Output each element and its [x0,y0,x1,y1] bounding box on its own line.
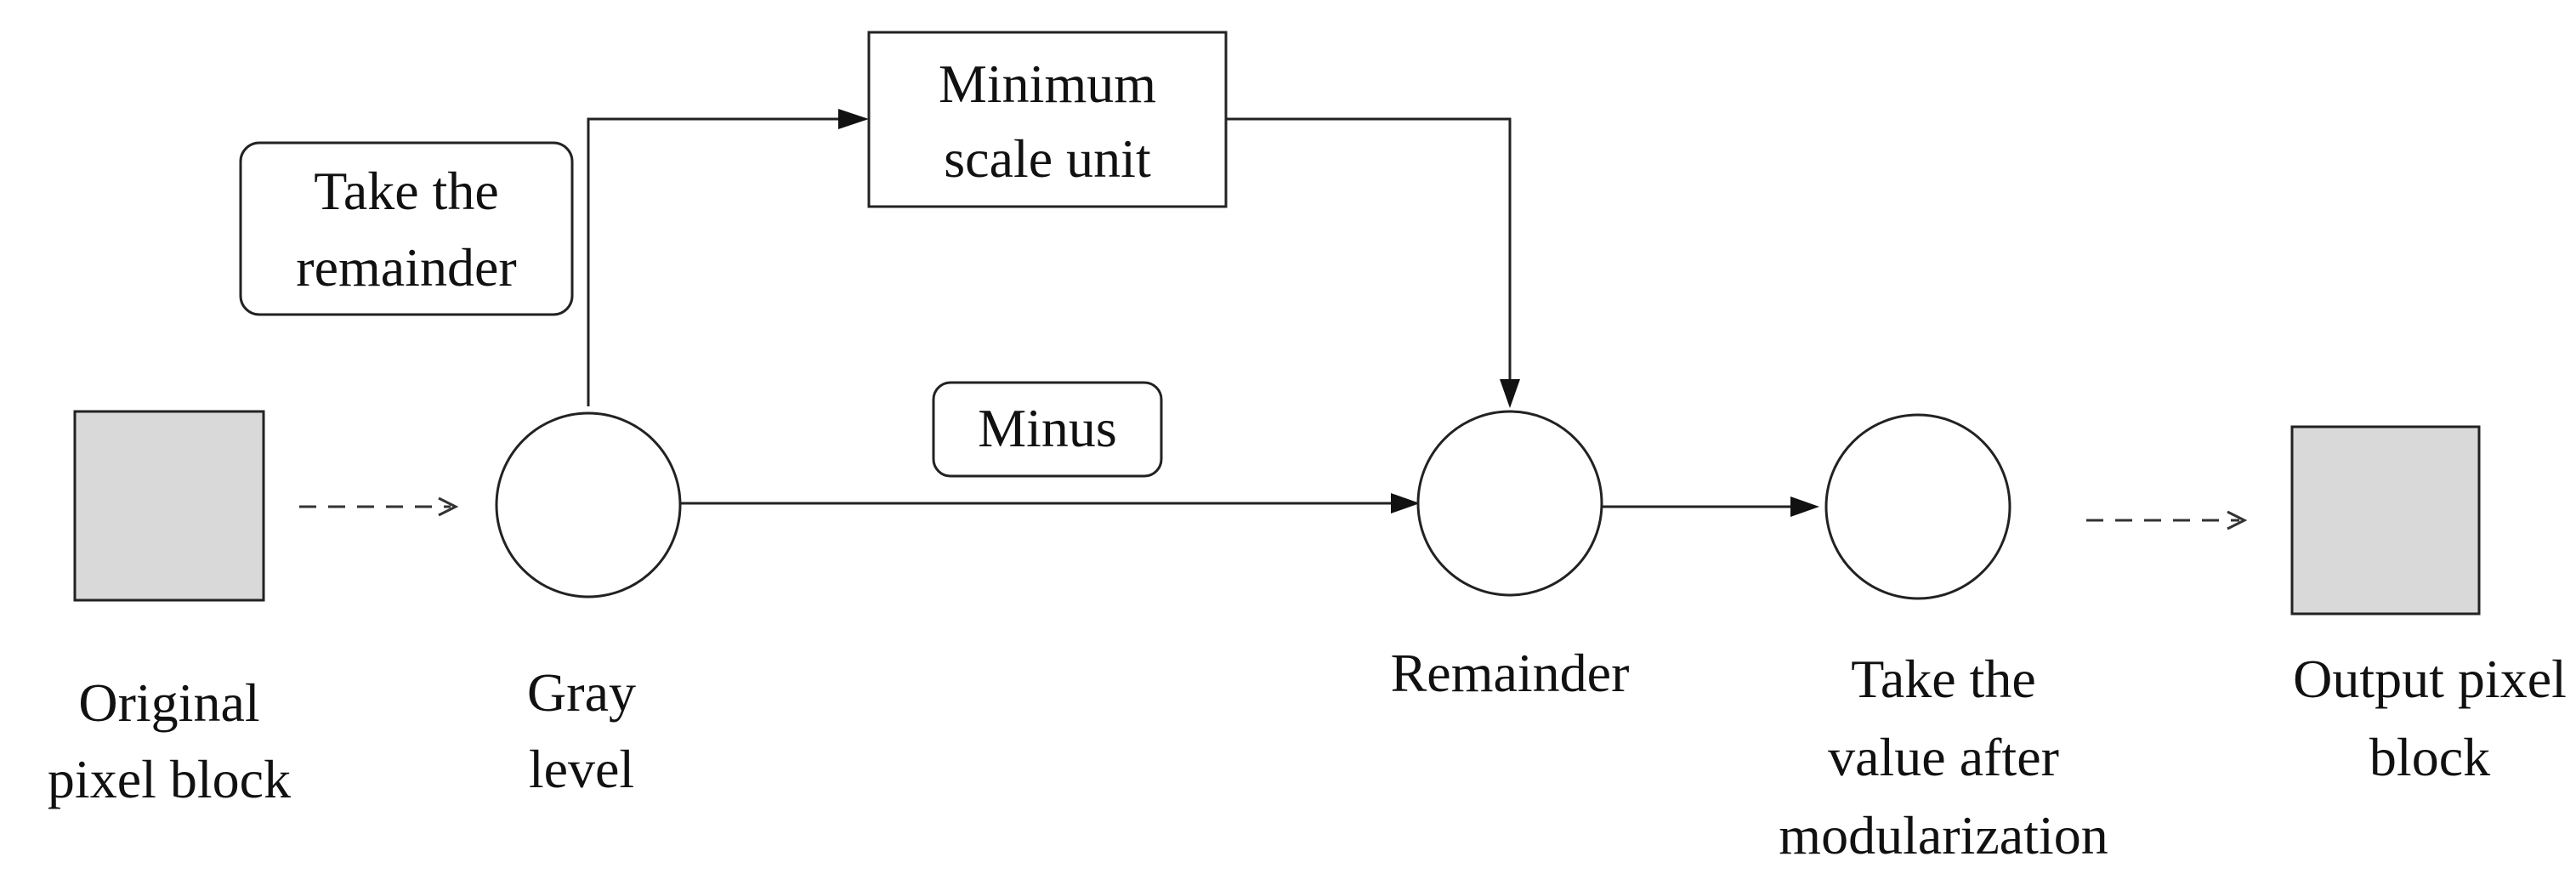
take-the-remainder-label-line1: Take the [314,161,499,221]
output-pixel-block-label-line1: Output pixel [2293,649,2567,709]
gray-level-label-line1: Gray [527,662,636,723]
edge-gray-level-to-minimum-scale-unit [587,117,850,406]
modularized-value-label-line1: Take the [1851,649,2036,709]
modularized-value-node [1824,413,2011,600]
original-pixel-block [73,410,265,602]
take-the-remainder-label-line2: remainder [296,237,516,298]
edge-minimum-scale-unit-to-remainder-head [1500,379,1520,408]
edge-gray-level-to-minimum-scale-unit-head [838,109,869,129]
gray-level-label-line2: level [529,739,634,799]
original-pixel-block-label-line1: Original [78,672,259,733]
modularized-value-label-line3: modularization [1779,805,2108,865]
original-pixel-block-label-line2: pixel block [48,749,291,809]
remainder-label: Remainder [1391,643,1630,703]
gray-level-node [495,411,682,599]
minus-label: Minus [978,398,1117,458]
remainder-node [1416,410,1603,597]
modularized-value-label-line2: value after [1828,727,2059,787]
edge-remainder-to-modularized-value-head [1790,496,1819,517]
output-pixel-block-label-line2: block [2369,727,2490,787]
output-pixel-block [2290,425,2481,616]
minimum-scale-unit-box [867,31,1228,208]
edge-minimum-scale-unit-to-remainder [1226,117,1512,387]
dashed-arrow-to-output-block-head [2227,510,2248,530]
minimum-scale-unit-label-line1: Minimum [939,54,1156,114]
minus-box [932,381,1163,478]
minimum-scale-unit-label-line2: scale unit [944,128,1151,189]
take-the-remainder-box [239,141,574,316]
dashed-arrow-to-gray-level-head [438,496,459,517]
edge-gray-level-to-remainder-head [1391,493,1420,513]
